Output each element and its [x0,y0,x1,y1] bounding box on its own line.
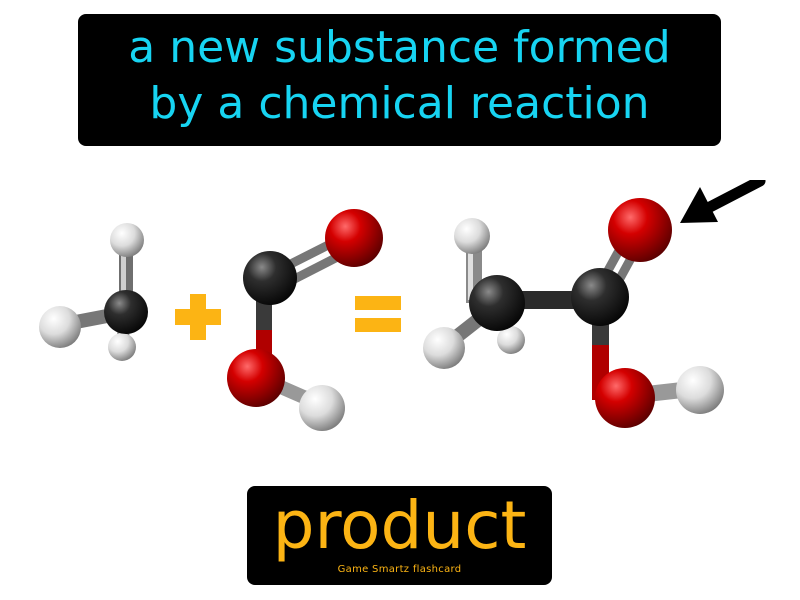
oxygen-atom [595,368,655,428]
oxygen-atom [227,349,285,407]
definition-line-1: a new substance formed [128,22,671,73]
carbon-atom [243,251,297,305]
hydrogen-atom [39,306,81,348]
hydrogen-atom [108,333,136,361]
term-word: product [272,487,527,564]
bond [121,245,126,305]
definition-line-2: by a chemical reaction [149,78,650,129]
term-box: product Game Smartz flashcard [247,486,552,585]
carbon-atom [469,275,525,331]
hydrogen-atom [454,218,490,254]
methyl-molecule [39,223,148,361]
flashcard-credit: Game Smartz flashcard [337,564,462,575]
oxygen-atom [608,198,672,262]
arrow-icon [680,180,766,223]
hydrogen-atom [497,326,525,354]
definition-box: a new substance formed by a chemical rea… [78,14,721,146]
hydrogen-atom [423,327,465,369]
bond [468,240,473,300]
equals-sign [355,296,401,332]
carbon-atom [571,268,629,326]
carbon-atom [104,290,148,334]
hydrogen-atom [676,366,724,414]
acetic-acid-molecule [423,198,724,428]
reaction-illustration [39,180,766,431]
hydrogen-atom [110,223,144,257]
carboxyl-molecule [227,209,383,431]
hydrogen-atom [299,385,345,431]
oxygen-atom [325,209,383,267]
plus-sign [175,294,221,340]
